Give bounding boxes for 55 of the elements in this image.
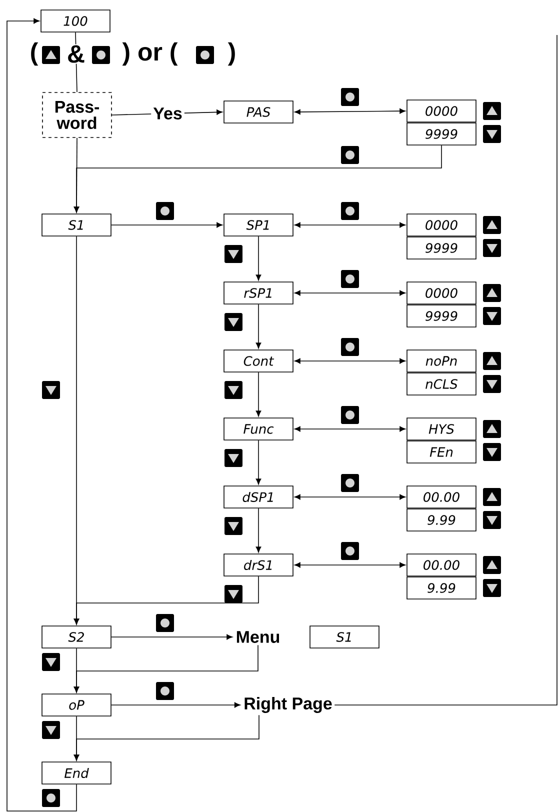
- display-box: FEn: [406, 440, 476, 464]
- display-box: End: [42, 762, 112, 784]
- display-box: S1: [310, 626, 380, 648]
- display-box: 0000: [406, 282, 476, 304]
- arrow: [256, 508, 262, 553]
- page-link-text: Right Page: [244, 697, 332, 713]
- display-box: S2: [42, 626, 112, 648]
- display-box: oP: [42, 694, 112, 716]
- arrow: [74, 145, 442, 213]
- display-box: dSP1: [224, 486, 294, 508]
- display-box: rSP1: [224, 282, 294, 304]
- arrow: [256, 440, 262, 485]
- display-box: PAS: [224, 100, 294, 124]
- arrow: [256, 372, 262, 417]
- display-box: 9999: [406, 236, 476, 260]
- display-box: 0000: [406, 214, 476, 236]
- arrow: [294, 426, 406, 432]
- display-box: Func: [224, 418, 294, 440]
- display-box: 9999: [406, 304, 476, 328]
- condition-text: (: [28, 41, 40, 67]
- display-box: SP1: [224, 214, 294, 236]
- arrow: [294, 562, 406, 568]
- display-box: 00.00: [406, 486, 476, 508]
- arrow: [294, 358, 406, 364]
- arrow: [294, 108, 406, 115]
- condition-text: ) or (: [121, 41, 179, 67]
- menu-text: Menu: [236, 631, 280, 643]
- display-box: 100: [40, 10, 110, 32]
- display-box: 9.99: [406, 508, 476, 532]
- condition-text: &: [66, 44, 86, 64]
- password-box: Pass- word: [42, 92, 112, 138]
- display-box: nCLS: [406, 372, 476, 396]
- arrow: [294, 494, 406, 500]
- arrow: [111, 702, 240, 708]
- arrow: [74, 714, 260, 761]
- arrow: [256, 236, 262, 281]
- display-box: drS1: [224, 554, 294, 576]
- arrow: [74, 576, 259, 625]
- display-box: noPn: [406, 350, 476, 372]
- edge-label: Yes: [151, 106, 184, 122]
- arrow: [294, 222, 406, 228]
- display-box: 00.00: [406, 554, 476, 576]
- display-box: Cont: [224, 350, 294, 372]
- arrow: [256, 304, 262, 349]
- display-box: HYS: [406, 418, 476, 440]
- condition-text: ): [226, 41, 238, 67]
- arrow: [111, 222, 223, 228]
- arrow: [111, 634, 233, 640]
- arrow: [294, 290, 406, 296]
- display-box: 9999: [406, 122, 476, 146]
- display-box: S1: [42, 214, 112, 236]
- arrow: [74, 644, 258, 693]
- display-box: 0000: [406, 100, 476, 122]
- arrow: [6, 18, 77, 812]
- display-box: 9.99: [406, 576, 476, 600]
